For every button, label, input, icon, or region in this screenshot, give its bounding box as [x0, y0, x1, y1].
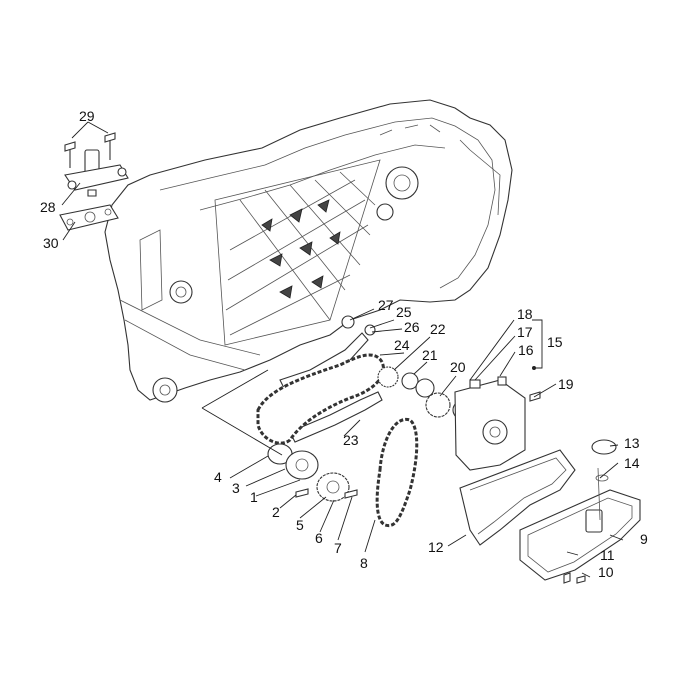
callout-21: 21: [422, 347, 438, 363]
callout-2: 2: [272, 504, 280, 520]
callout-27: 27: [378, 297, 394, 313]
drive-chain: [256, 353, 385, 445]
callout-7: 7: [334, 540, 342, 556]
callout-4: 4: [214, 469, 222, 485]
chain-tensioner-assembly: [59, 132, 129, 231]
callout-8: 8: [360, 555, 368, 571]
callout-14: 14: [624, 455, 640, 471]
callout-12: 12: [428, 539, 444, 555]
callout-16: 16: [518, 342, 534, 358]
callout-29: 29: [79, 108, 95, 124]
callout-9: 9: [640, 531, 648, 547]
callout-19: 19: [558, 376, 574, 392]
callout-1: 1: [250, 489, 258, 505]
oil-pump-cover: [454, 376, 541, 471]
oil-sump: [519, 439, 641, 584]
callout-28: 28: [40, 199, 56, 215]
callout-26: 26: [404, 319, 420, 335]
callout-18: 18: [517, 306, 533, 322]
callout-13: 13: [624, 435, 640, 451]
callout-11: 11: [600, 547, 615, 563]
callout-leader-lines: [61, 121, 624, 578]
callout-22: 22: [430, 321, 446, 337]
crankcase-housing: [104, 99, 513, 403]
oil-pump-sprocket-stack: [267, 443, 358, 502]
callout-23: 23: [343, 432, 359, 448]
callout-17: 17: [517, 324, 533, 340]
callout-3: 3: [232, 480, 240, 496]
callout-20: 20: [450, 359, 466, 375]
callout-30: 30: [43, 235, 59, 251]
callout-15: 15: [547, 334, 563, 350]
pump-chain: [375, 417, 419, 528]
callout-6: 6: [315, 530, 323, 546]
callout-5: 5: [296, 517, 304, 533]
callout-24: 24: [394, 337, 410, 353]
callout-10: 10: [598, 564, 614, 580]
callout-25: 25: [396, 304, 412, 320]
oil-sump-gasket: [459, 449, 576, 546]
